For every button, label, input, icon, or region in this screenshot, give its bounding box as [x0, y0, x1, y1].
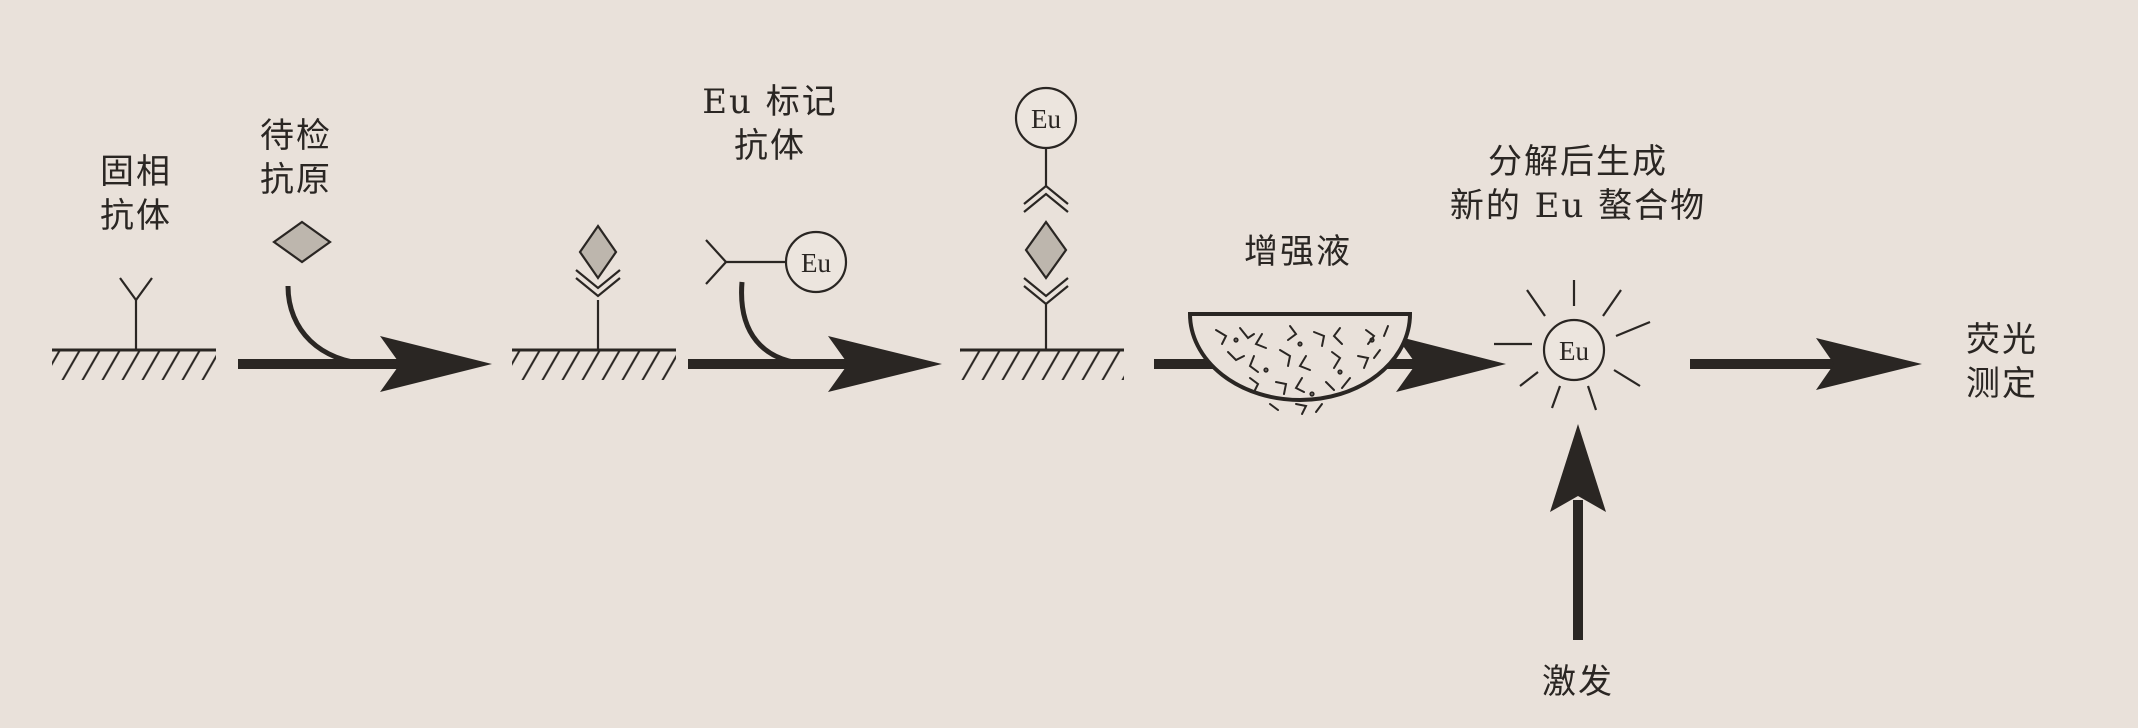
solid-phase-plate-3: [960, 348, 1124, 380]
sandwich-complex: [1023, 146, 1069, 350]
eu-circle-label-free: [784, 230, 848, 294]
eu-antibody-arms: [705, 239, 786, 285]
eu-circle-label-bound: [1014, 86, 1078, 150]
antigen-diamond-sandwich: [1024, 220, 1068, 280]
arrow-4: [1690, 338, 1922, 390]
label-new-chelate: 分解后生成新的 Eu 螯合物: [1449, 142, 1707, 226]
solid-phase-plate-2: [512, 348, 676, 380]
capture-antibody-1: [119, 277, 153, 350]
label-test-antigen: 待检抗原: [260, 116, 332, 200]
arrow-2: [688, 281, 942, 392]
antigen-diamond-free: [272, 220, 332, 264]
excitation-arrow: [1550, 424, 1606, 640]
svg-text:Eu: Eu: [1559, 336, 1589, 366]
label-fluorescence-measurement: 荧光测定: [1966, 320, 2038, 404]
antigen-diamond-bound: [578, 224, 618, 280]
arrow-1: [238, 285, 492, 392]
label-enhancement-solution: 增强液: [1244, 232, 1352, 272]
label-excitation: 激发: [1542, 662, 1614, 702]
eu-text-free: Eu: [801, 248, 831, 278]
emission-rays: [1494, 280, 1651, 411]
capture-antibody-2: [575, 269, 621, 350]
eu-text-bound: Eu: [1031, 104, 1061, 134]
label-solid-phase-antibody: 固相抗体: [100, 152, 172, 236]
enhancement-solution-bowl: [1187, 312, 1413, 415]
excited-eu-chelate: Eu: [1494, 280, 1651, 411]
label-eu-labeled-antibody: Eu 标记抗体: [702, 82, 838, 166]
solid-phase-plate-1: [52, 348, 216, 380]
